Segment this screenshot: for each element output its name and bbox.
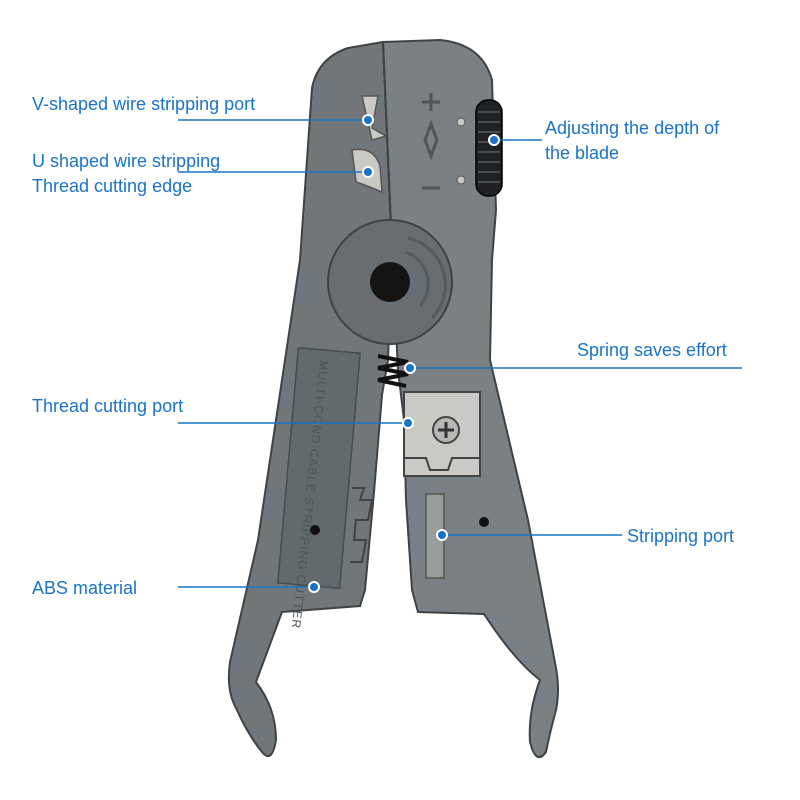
label-stripping-port: Stripping port bbox=[627, 526, 735, 546]
pivot-bolt-icon bbox=[370, 262, 410, 302]
spring-icon bbox=[377, 354, 409, 388]
head-seam bbox=[382, 41, 393, 251]
pivot-arc-inner bbox=[405, 250, 430, 307]
callout-stripping-port bbox=[436, 529, 622, 541]
stripping-rivet bbox=[479, 517, 489, 527]
screw-icon bbox=[432, 416, 460, 444]
v-port-blade bbox=[361, 95, 388, 141]
callout-thread-port bbox=[178, 417, 414, 429]
label-spring: Spring saves effort bbox=[577, 340, 727, 360]
plus-icon bbox=[422, 93, 440, 111]
pivot-arc bbox=[407, 236, 447, 320]
callout-abs bbox=[178, 581, 320, 593]
label-thread-port: Thread cutting port bbox=[32, 396, 184, 416]
stripper-tool: MULTI-COND CABLE STRIPPING CUTTER bbox=[227, 38, 559, 759]
callout-adjust bbox=[488, 134, 542, 146]
callout-u-port bbox=[178, 166, 374, 178]
thread-cutting-teeth bbox=[350, 487, 374, 563]
label-adjust-depth: Adjusting the depth of bbox=[545, 118, 720, 138]
callouts bbox=[178, 114, 742, 593]
rivet-upper bbox=[456, 117, 466, 127]
label-v-port: V-shaped wire stripping port bbox=[32, 94, 256, 114]
blade-notch bbox=[404, 457, 480, 471]
diamond-mark bbox=[423, 119, 439, 161]
callout-spring bbox=[404, 362, 742, 374]
left-rivet bbox=[310, 525, 320, 535]
callout-v-port bbox=[178, 114, 374, 126]
label-abs: ABS material bbox=[32, 578, 138, 598]
label-u-port: U shaped wire stripping bbox=[32, 151, 221, 171]
label-adjust-depth-cont: the blade bbox=[545, 143, 620, 163]
rivet-lower bbox=[456, 175, 466, 185]
label-thread-cutting-edge: Thread cutting edge bbox=[32, 176, 193, 196]
